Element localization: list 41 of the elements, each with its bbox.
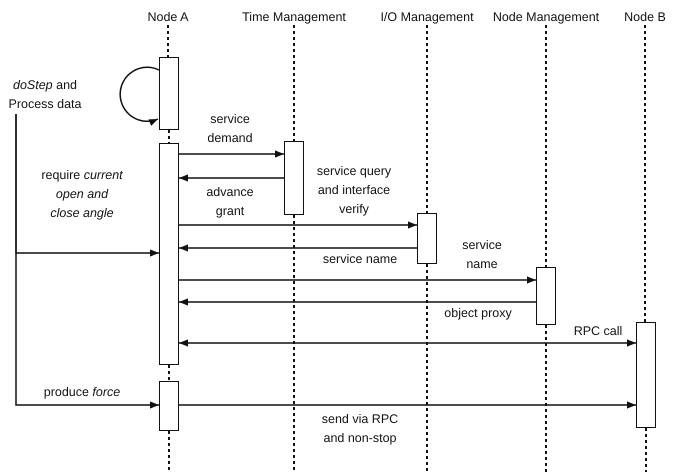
edge-label: RPC call — [572, 323, 624, 340]
activation-bar — [536, 267, 556, 325]
lifeline — [168, 431, 170, 472]
message-arrow — [15, 114, 159, 409]
edge-label: require current open and close angle — [41, 167, 123, 222]
lifeline — [168, 365, 170, 381]
edge-label: send via RPC and non-stop — [320, 411, 400, 447]
lifeline — [644, 25, 646, 322]
step-note: doStep and Process data — [4, 76, 86, 114]
activation-bar — [159, 57, 179, 130]
lifeline — [168, 130, 170, 143]
lifeline — [545, 25, 547, 267]
message-arrow — [179, 276, 536, 284]
activation-bar — [159, 143, 179, 365]
edge-label: service demand — [206, 111, 254, 147]
activation-bar — [417, 213, 437, 264]
lifeline — [426, 264, 428, 472]
lifeline — [293, 215, 295, 472]
lifeline — [426, 25, 428, 213]
activation-bar — [159, 381, 179, 431]
lifeline — [645, 428, 647, 472]
lifeline — [293, 25, 295, 141]
edge-label: object proxy — [443, 305, 513, 322]
activation-bar — [636, 322, 656, 428]
edge-label: service name — [322, 251, 398, 268]
lifeline — [545, 325, 547, 472]
edge-label: service name — [461, 237, 503, 273]
edge-label: service query and interface verify — [316, 163, 392, 218]
message-arrow — [179, 174, 284, 182]
message-arrow — [179, 221, 417, 229]
edge-label: produce force — [42, 384, 122, 401]
message-arrow — [179, 298, 536, 306]
lifeline — [167, 25, 169, 57]
edge-label: advance grant — [205, 184, 255, 220]
activation-bar — [284, 141, 304, 215]
message-arrow — [179, 150, 284, 158]
message-arrow — [179, 339, 636, 347]
message-arrow — [179, 244, 417, 252]
self-call-arrow — [119, 66, 160, 126]
message-arrow — [179, 401, 636, 409]
lifeline-header: Node B — [615, 9, 675, 25]
